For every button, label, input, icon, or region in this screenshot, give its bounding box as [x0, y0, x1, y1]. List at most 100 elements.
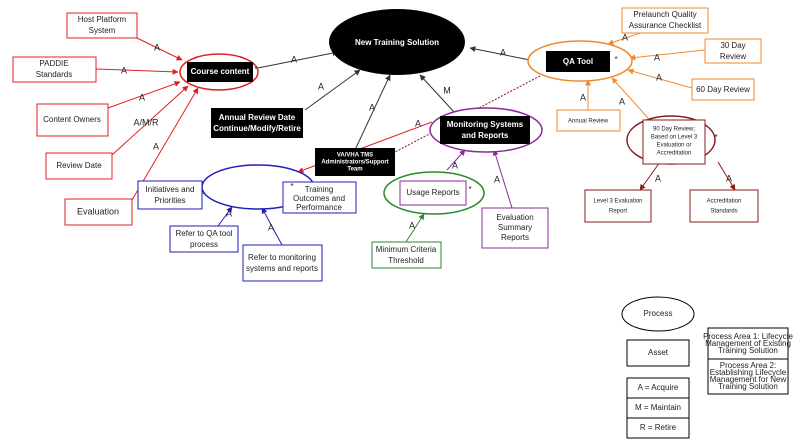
edge-accred-to-90day [717, 161, 736, 191]
label-host-course: A [154, 42, 160, 52]
content-owners-label: Content Owners [43, 115, 101, 124]
level3-line2: Report [609, 209, 627, 215]
edge-evalsummary-to-monitoring [492, 149, 513, 209]
min-criteria-line2: Threshold [388, 256, 424, 265]
node-refer-monitoring: Refer to monitoring systems and reports [242, 244, 323, 282]
label-owners-course: A [139, 92, 145, 102]
node-review-date: Review Date [45, 152, 113, 180]
legend-area2-line1: Process Area 2: [720, 361, 776, 370]
accreditation-line2: Standards [710, 209, 737, 215]
node-annual-review-date: Annual Review Date Continue/Modify/Retir… [211, 108, 303, 138]
edge-60day-to-qa [627, 68, 693, 89]
edge-qa-to-nts [469, 46, 531, 61]
annual-review-date-line1: Annual Review Date [219, 113, 296, 122]
training-outcomes-line1: Training [305, 185, 334, 194]
edge-level3-to-90day [639, 161, 661, 191]
day60-label: 60 Day Review [696, 85, 750, 94]
edge-admin-to-nts [354, 74, 391, 151]
legend-acquire: A = Acquire [638, 383, 679, 392]
day90-line2: Based on Level 3 [651, 135, 698, 141]
legend-area2-line4: Training Solution [718, 382, 778, 391]
node-course-content: Course content * [179, 53, 259, 91]
admin-team-line1: VA/VHA TMS [337, 153, 373, 159]
label-min-usage: A [409, 220, 415, 230]
day90-asterisk: * [714, 133, 717, 142]
label-course-nts: A [291, 54, 297, 64]
node-refer-qa: Refer to QA tool process [169, 225, 239, 253]
label-annual-qa: A [580, 92, 586, 102]
refer-qa-line2: process [190, 240, 218, 249]
node-level3: Level 3 Evaluation Report [584, 189, 652, 223]
level3-line1: Level 3 Evaluation [593, 199, 642, 205]
label-90day-qa: A [619, 96, 625, 106]
label-qa-nts: A [500, 47, 506, 57]
label-refermon-blue: A [268, 222, 274, 232]
node-training-outcomes: * Training Outcomes and Performance [282, 181, 357, 214]
new-training-solution-label: New Training Solution [355, 38, 439, 47]
legend-key-box [626, 377, 690, 439]
legend-retire: R = Retire [640, 423, 677, 432]
edge-host-to-course [136, 37, 183, 61]
legend-area1-line1: Process Area 1: Lifecycle [703, 332, 793, 341]
node-content-owners: Content Owners [36, 103, 109, 137]
host-platform-line1: Host Platform [78, 15, 127, 24]
eval-summary-line2: Summary [498, 223, 532, 232]
min-criteria-line1: Minimum Criteria [376, 245, 437, 254]
legend-area1-line3: Training Solution [718, 346, 778, 355]
annual-review-label: Annual Review [568, 119, 609, 125]
paddie-line1: PADDIE [39, 59, 68, 68]
day30-line1: 30 Day [720, 41, 745, 50]
label-paddie-course: A [121, 65, 127, 75]
eval-summary-line3: Reports [501, 233, 529, 242]
edge-30day-to-qa [629, 49, 706, 61]
legend-maintain: M = Maintain [635, 403, 681, 412]
initiatives-line1: Initiatives and [146, 185, 195, 194]
legend-area2-line2: Establishing Lifecycle [710, 368, 787, 377]
edge-monitoring-to-nts [419, 74, 456, 114]
node-30day: 30 Day Review [704, 38, 762, 64]
node-evaluation: Evaluation [64, 198, 133, 226]
label-monitoring-blue: A [415, 118, 421, 128]
edge-reviewdate-to-course [111, 85, 189, 156]
day90-line1: 90 Day Review; [653, 127, 695, 133]
day90-line3: Evaluation or [656, 143, 691, 149]
node-eval-summary: Evaluation Summary Reports [481, 207, 549, 249]
monitoring-line1: Monitoring Systems [447, 120, 524, 129]
edge-paddie-to-course [95, 68, 179, 75]
legend-asset-shape [626, 339, 690, 367]
node-monitoring-systems: Monitoring Systems and Reports [429, 107, 543, 153]
prelaunch-line2: Assurance Checklist [629, 21, 702, 30]
node-usage-reports: Usage Reports * [383, 171, 485, 215]
training-outcomes-line2: Outcomes and [293, 194, 345, 203]
edge-annual-to-nts [304, 69, 361, 111]
node-initiatives: Initiatives and Priorities [137, 180, 203, 210]
legend-area1-line2: Management of Existing [705, 339, 791, 348]
label-60day-qa: A [656, 72, 662, 82]
training-outcomes-asterisk: * [290, 182, 293, 191]
label-30day-qa: A [654, 52, 660, 62]
label-admin-nts: A [369, 102, 375, 112]
label-level3-90day: A [655, 173, 661, 183]
legend-area-box [707, 327, 789, 395]
admin-team-line3: Team [347, 167, 362, 173]
course-content-label: Course content [191, 67, 250, 76]
node-host-platform: Host Platform System [66, 12, 138, 39]
label-evalsummary-monitoring: A [494, 174, 500, 184]
label-referqa-blue: A [226, 208, 232, 218]
refer-monitoring-line2: systems and reports [246, 264, 318, 273]
label-prelaunch-qa: A [622, 32, 628, 42]
annual-review-date-line2: Continue/Modify/Retire [213, 124, 301, 133]
label-usage-monitoring: A [452, 160, 458, 170]
node-admin-team: VA/VHA TMS Administrators/Support Team [315, 148, 395, 176]
edge-min-to-usage [405, 213, 425, 243]
refer-monitoring-line1: Refer to monitoring [248, 253, 316, 262]
refer-qa-line1: Refer to QA tool [176, 229, 233, 238]
node-prelaunch: Prelaunch Quality Assurance Checklist [621, 7, 709, 34]
edge-owners-to-course [107, 81, 181, 109]
legend-process-label: Process [644, 309, 673, 318]
paddie-line2: Standards [36, 70, 72, 79]
edge-90day-to-qa [611, 77, 649, 119]
label-accred-90day: A [726, 173, 732, 183]
label-annual-nts: A [318, 81, 324, 91]
